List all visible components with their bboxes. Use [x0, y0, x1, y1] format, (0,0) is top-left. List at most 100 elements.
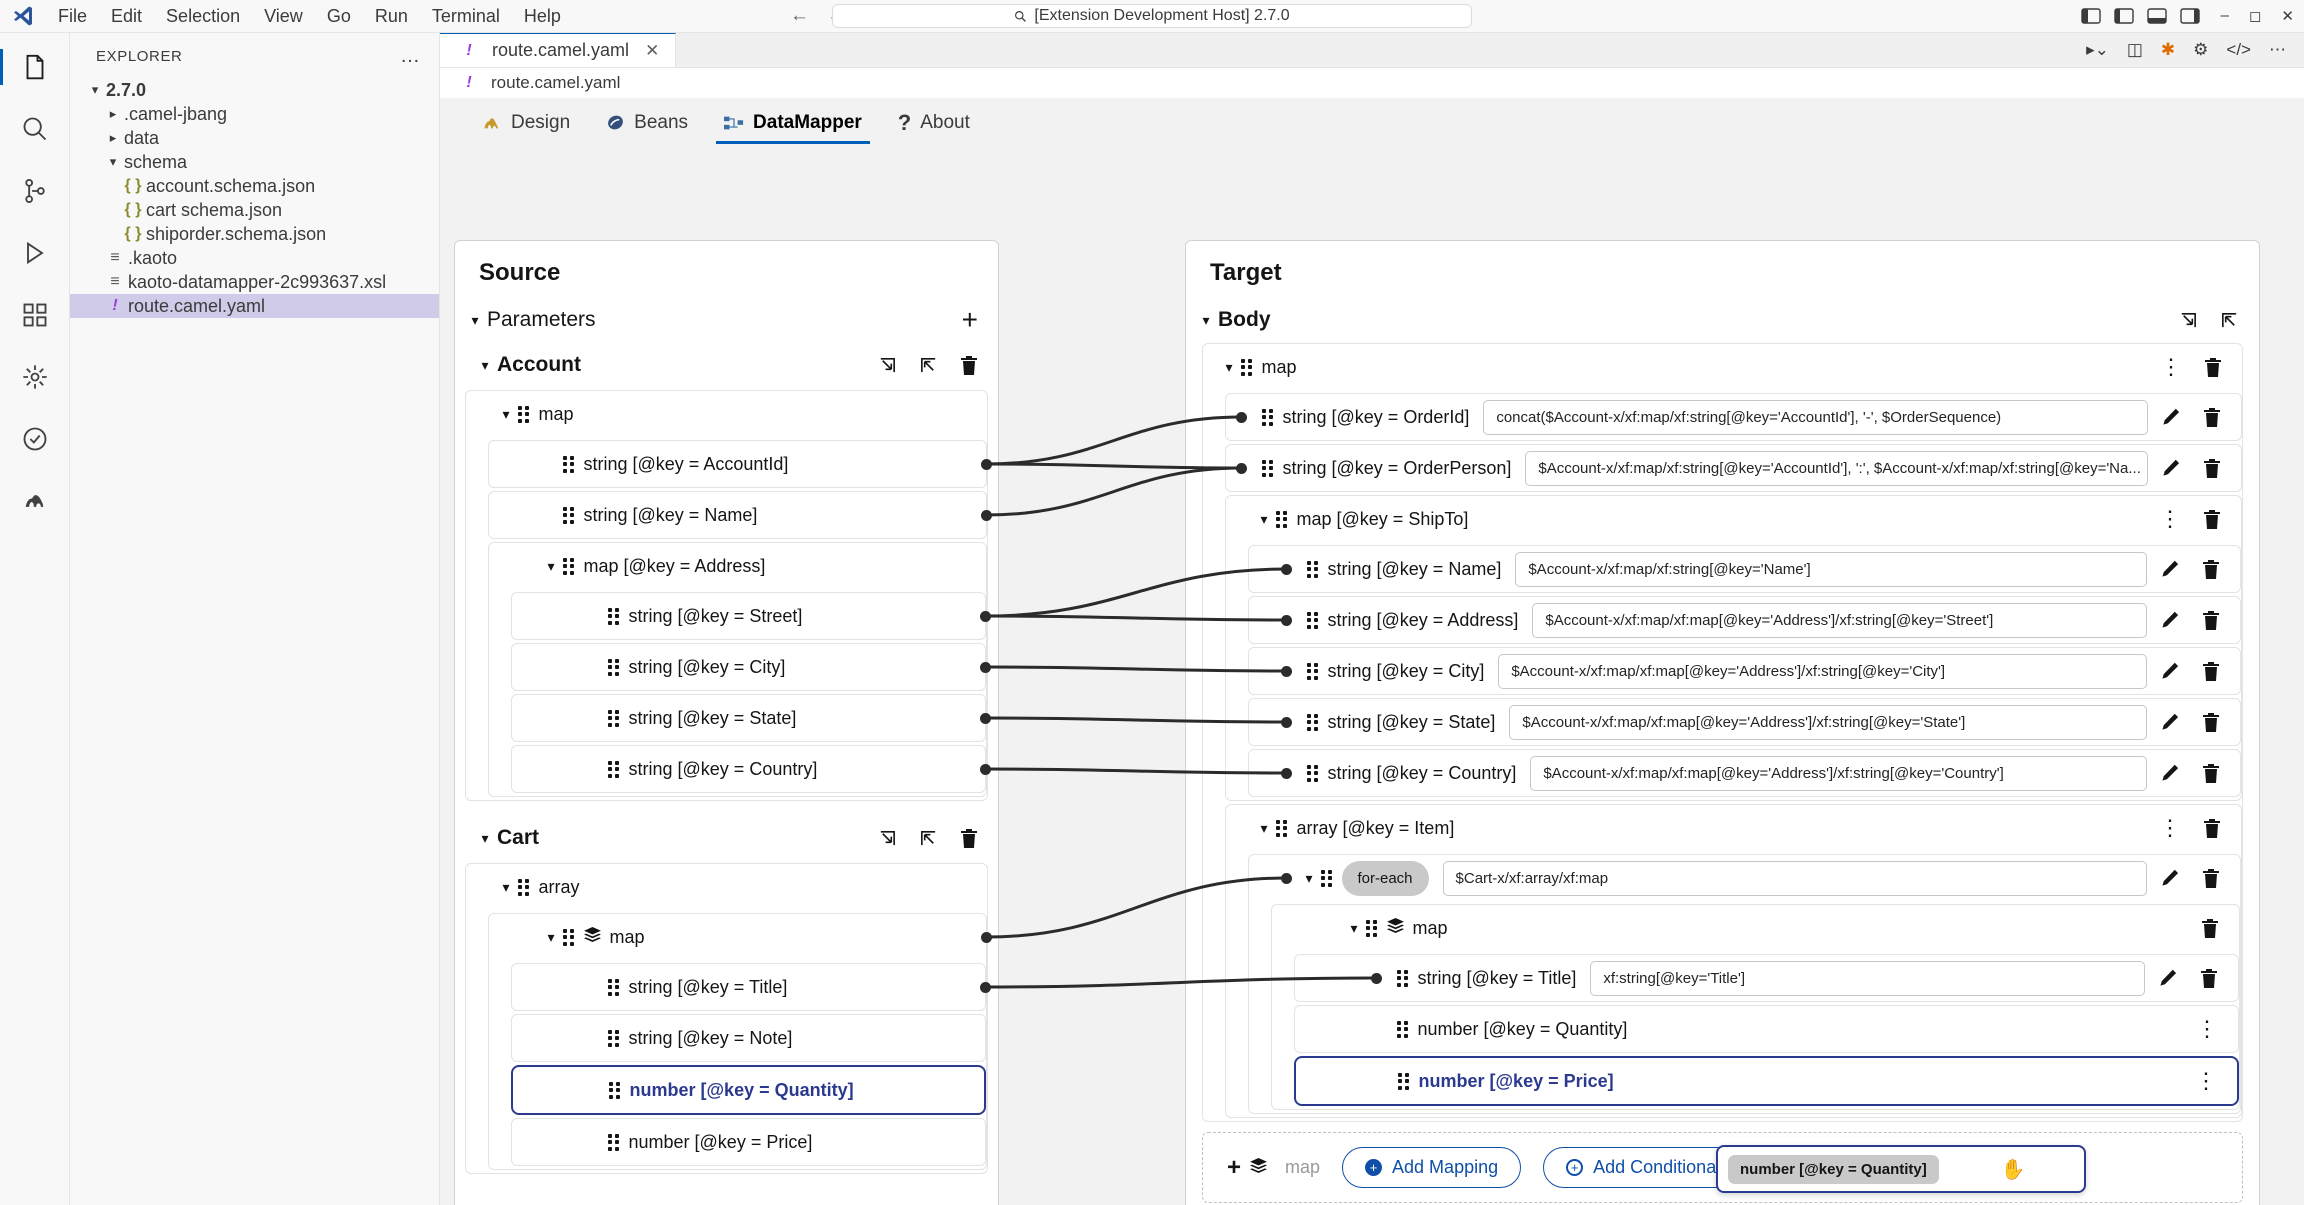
- target-node-row[interactable]: string [@key = OrderPerson]$Account-x/xf…: [1226, 445, 2241, 491]
- more-options-icon[interactable]: ⋮: [2160, 353, 2182, 379]
- target-connector-dot[interactable]: [1281, 767, 1292, 779]
- source-connector-dot[interactable]: [980, 763, 991, 775]
- target-node-actions[interactable]: ⋮: [2159, 505, 2241, 531]
- more-options-icon[interactable]: ⋮: [2159, 505, 2181, 531]
- target-body-section[interactable]: ▾Body: [1186, 297, 2259, 343]
- add-parameter-icon[interactable]: +: [961, 304, 978, 335]
- close-tab-icon[interactable]: ✕: [645, 40, 660, 60]
- back-arrow-icon[interactable]: ←: [790, 5, 809, 26]
- tab-design[interactable]: Design: [464, 106, 588, 144]
- delete-icon[interactable]: [2203, 407, 2221, 427]
- expand-all-icon[interactable]: [919, 356, 938, 375]
- target-node-row[interactable]: string [@key = Name]$Account-x/xf:map/xf…: [1249, 546, 2240, 592]
- source-connector-dot[interactable]: [980, 981, 991, 993]
- toggle-panel-icon[interactable]: [2146, 8, 2167, 24]
- edit-icon[interactable]: [2161, 713, 2180, 732]
- source-node-row[interactable]: string [@key = AccountId]: [489, 441, 992, 487]
- toggle-primary-sidebar-icon[interactable]: [2113, 8, 2134, 24]
- source-node[interactable]: string [@key = State]: [511, 694, 991, 742]
- chevron-down-icon[interactable]: ▾: [1260, 510, 1268, 527]
- target-node-row[interactable]: ▾for-each$Cart-x/xf:array/xf:map: [1249, 855, 2240, 901]
- drag-grip-icon[interactable]: [608, 1133, 619, 1151]
- source-node-row[interactable]: string [@key = State]: [512, 695, 991, 741]
- target-node[interactable]: string [@key = OrderId]concat($Account-x…: [1225, 393, 2242, 441]
- editor-tab-route-camel-yaml[interactable]: ! route.camel.yaml ✕: [440, 33, 677, 67]
- target-connector-dot[interactable]: [1281, 872, 1292, 884]
- target-node-row[interactable]: number [@key = Price]⋮: [1296, 1058, 2237, 1104]
- source-connector-dot[interactable]: [981, 931, 992, 943]
- kaoto-icon[interactable]: ✱: [2160, 40, 2176, 59]
- drag-grip-icon[interactable]: [518, 878, 529, 896]
- target-root-map-actions[interactable]: ⋮: [2160, 353, 2242, 379]
- explorer-item-kaoto-datamapper-2c993637-xsl[interactable]: ≡kaoto-datamapper-2c993637.xsl: [70, 270, 439, 294]
- chevron-down-icon[interactable]: ▾: [1305, 869, 1313, 886]
- menu-terminal[interactable]: Terminal: [431, 5, 500, 26]
- source-order-sequence[interactable]: OrderSequence: [455, 1189, 998, 1205]
- source-connector-dot[interactable]: [980, 712, 991, 724]
- chevron-down-icon[interactable]: ▾: [1260, 819, 1268, 836]
- target-node-row[interactable]: ▾map [@key = ShipTo]⋮: [1226, 496, 2241, 542]
- source-node-row[interactable]: ▾map: [466, 391, 987, 437]
- source-document-actions[interactable]: [878, 828, 998, 848]
- drag-grip-icon[interactable]: [609, 1081, 620, 1099]
- delete-icon[interactable]: [960, 828, 978, 848]
- menu-go[interactable]: Go: [326, 5, 351, 26]
- source-node[interactable]: string [@key = Street]: [511, 592, 991, 640]
- target-node[interactable]: string [@key = Title]xf:string[@key='Tit…: [1294, 954, 2239, 1002]
- expression-field[interactable]: $Account-x/xf:map/xf:map[@key='Address']…: [1498, 653, 2147, 689]
- menu-bar[interactable]: File Edit Selection View Go Run Terminal…: [46, 3, 573, 30]
- explorer-item-shiporder-schema-json[interactable]: { }shiporder.schema.json: [70, 222, 439, 246]
- close-window-button[interactable]: ✕: [2281, 8, 2294, 25]
- source-node-row[interactable]: string [@key = Name]: [489, 492, 992, 538]
- command-center[interactable]: [Extension Development Host] 2.7.0: [832, 4, 1472, 28]
- drag-grip-icon[interactable]: [608, 658, 619, 676]
- chevron-down-icon[interactable]: ▾: [481, 356, 489, 373]
- source-node-row[interactable]: number [@key = Quantity]: [513, 1067, 984, 1113]
- chevron-down-icon[interactable]: ▾: [547, 928, 555, 945]
- drag-grip-icon[interactable]: [1262, 408, 1273, 426]
- activity-explorer-icon[interactable]: [0, 43, 59, 91]
- drag-grip-icon[interactable]: [1241, 358, 1252, 376]
- activity-bar[interactable]: [0, 33, 70, 1205]
- expression-field[interactable]: xf:string[@key='Title']: [1590, 960, 2145, 996]
- open-source-icon[interactable]: </>: [2226, 40, 2251, 59]
- edit-icon[interactable]: [2161, 560, 2180, 579]
- target-node[interactable]: string [@key = Address]$Account-x/xf:map…: [1248, 596, 2241, 644]
- menu-edit[interactable]: Edit: [111, 5, 143, 26]
- target-node-actions[interactable]: [2161, 559, 2240, 579]
- drag-grip-icon[interactable]: [608, 760, 619, 778]
- target-node[interactable]: string [@key = OrderPerson]$Account-x/xf…: [1225, 444, 2242, 492]
- edit-icon[interactable]: [2161, 764, 2180, 783]
- source-node[interactable]: ▾map [@key = Address]string [@key = Stre…: [488, 542, 991, 797]
- chevron-down-icon[interactable]: ▾: [1202, 311, 1210, 328]
- drag-grip-icon[interactable]: [1276, 819, 1287, 837]
- expression-field[interactable]: $Account-x/xf:map/xf:map[@key='Address']…: [1509, 704, 2147, 740]
- target-connector-dot[interactable]: [1281, 614, 1292, 626]
- delete-icon[interactable]: [960, 355, 978, 375]
- source-node[interactable]: number [@key = Price]: [511, 1118, 986, 1166]
- source-node[interactable]: string [@key = Country]: [511, 745, 991, 793]
- target-node[interactable]: string [@key = State]$Account-x/xf:map/x…: [1248, 698, 2241, 746]
- drag-grip-icon[interactable]: [608, 607, 619, 625]
- drag-grip-icon[interactable]: [1262, 459, 1273, 477]
- delete-icon[interactable]: [2203, 458, 2221, 478]
- source-connector-dot[interactable]: [981, 509, 992, 521]
- expand-all-icon[interactable]: [2220, 311, 2239, 330]
- target-body-actions[interactable]: [2179, 311, 2259, 330]
- target-node-actions[interactable]: [2161, 610, 2240, 630]
- add-map-shortcut[interactable]: +map: [1227, 1153, 1321, 1181]
- delete-icon[interactable]: [2202, 763, 2220, 783]
- expression-field[interactable]: concat($Account-x/xf:map/xf:string[@key=…: [1483, 399, 2148, 435]
- explorer-item-route-camel-yaml[interactable]: !route.camel.yaml: [70, 294, 439, 318]
- parameters-section[interactable]: ▾ Parameters +: [455, 297, 998, 343]
- expression-field[interactable]: $Account-x/xf:map/xf:map[@key='Address']…: [1532, 602, 2147, 638]
- minimize-button[interactable]: –: [2220, 7, 2229, 24]
- source-node-row[interactable]: string [@key = Note]: [512, 1015, 985, 1061]
- explorer-item-account-schema-json[interactable]: { }account.schema.json: [70, 174, 439, 198]
- maximize-button[interactable]: ◻: [2248, 8, 2262, 25]
- tab-about[interactable]: ? About: [880, 104, 988, 146]
- target-node[interactable]: string [@key = Name]$Account-x/xf:map/xf…: [1248, 545, 2241, 593]
